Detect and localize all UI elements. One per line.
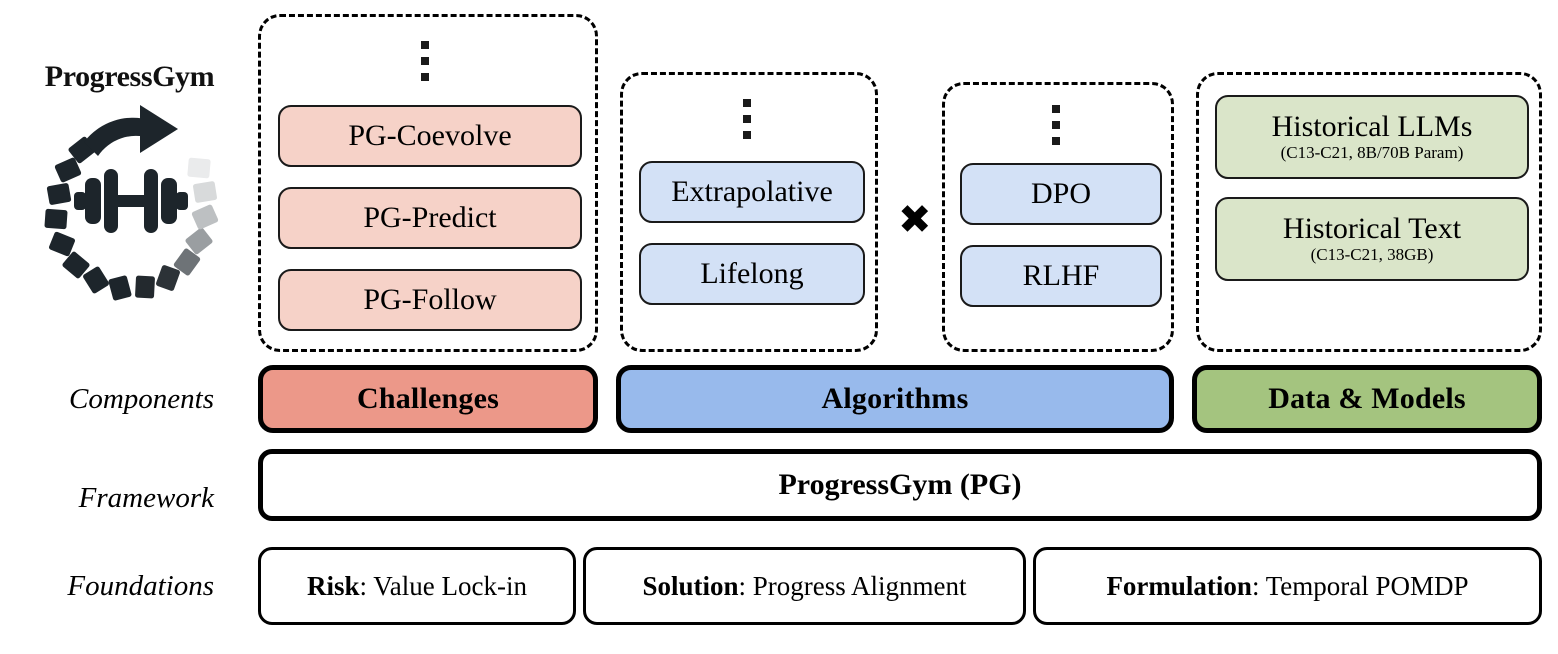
- group-algorithms-paradigm: Extrapolative Lifelong: [620, 72, 878, 352]
- progress-ring-dumbbell-icon: [38, 102, 224, 302]
- component-bar-label: Algorithms: [821, 382, 969, 415]
- chip-rlhf[interactable]: RLHF: [960, 245, 1162, 307]
- chip-pg-follow[interactable]: PG-Follow: [278, 269, 582, 331]
- chip-extrapolative[interactable]: Extrapolative: [639, 161, 865, 223]
- chip-label: Extrapolative: [671, 175, 833, 209]
- chip-pg-predict[interactable]: PG-Predict: [278, 187, 582, 249]
- framework-bar[interactable]: ProgressGym (PG): [258, 449, 1542, 521]
- chip-label: PG-Predict: [363, 201, 497, 235]
- foundation-value: Progress Alignment: [752, 570, 967, 601]
- vertical-ellipsis-icon: [421, 41, 429, 81]
- row-label-foundations: Foundations: [67, 570, 214, 602]
- chip-historical-llms[interactable]: Historical LLMs (C13-C21, 8B/70B Param): [1215, 95, 1529, 179]
- foundation-separator: :: [1251, 570, 1266, 601]
- component-bar-challenges[interactable]: Challenges: [258, 365, 598, 433]
- group-algorithms-method: DPO RLHF: [942, 82, 1174, 352]
- foundation-value: Temporal POMDP: [1265, 570, 1469, 601]
- row-label-framework: Framework: [78, 482, 214, 514]
- foundation-key: Risk: [307, 570, 360, 601]
- chip-sublabel: (C13-C21, 8B/70B Param): [1280, 143, 1464, 163]
- foundation-separator: :: [738, 570, 753, 601]
- page-title: ProgressGym: [44, 60, 215, 93]
- group-challenges: PG-Coevolve PG-Predict PG-Follow: [258, 14, 598, 352]
- vertical-ellipsis-icon: [1052, 105, 1060, 145]
- foundation-key: Formulation: [1106, 570, 1252, 601]
- chip-historical-text[interactable]: Historical Text (C13-C21, 38GB): [1215, 197, 1529, 281]
- row-label-components: Components: [69, 383, 214, 415]
- chip-label: RLHF: [1022, 259, 1100, 293]
- chip-pg-coevolve[interactable]: PG-Coevolve: [278, 105, 582, 167]
- chip-label: DPO: [1030, 177, 1091, 211]
- chip-label: Historical Text: [1282, 211, 1462, 245]
- foundation-card-solution[interactable]: Solution: Progress Alignment: [583, 547, 1026, 625]
- chip-label: PG-Coevolve: [348, 119, 512, 153]
- component-bar-label: Data & Models: [1268, 382, 1466, 415]
- brand-block: ProgressGym: [12, 60, 247, 320]
- group-data-models: Historical LLMs (C13-C21, 8B/70B Param) …: [1196, 72, 1542, 352]
- vertical-ellipsis-icon: [743, 99, 751, 139]
- chip-label: Historical LLMs: [1271, 109, 1473, 143]
- chip-label: Lifelong: [700, 257, 804, 291]
- chip-dpo[interactable]: DPO: [960, 163, 1162, 225]
- component-bar-label: Challenges: [356, 382, 499, 415]
- component-bar-data-models[interactable]: Data & Models: [1192, 365, 1542, 433]
- chip-lifelong[interactable]: Lifelong: [639, 243, 865, 305]
- foundation-separator: :: [359, 570, 374, 601]
- foundation-key: Solution: [642, 570, 739, 601]
- chip-label: PG-Follow: [363, 283, 497, 317]
- foundation-card-risk[interactable]: Risk: Value Lock-in: [258, 547, 576, 625]
- cross-product-icon: ✖: [898, 197, 932, 243]
- chip-sublabel: (C13-C21, 38GB): [1310, 245, 1434, 265]
- component-bar-algorithms[interactable]: Algorithms: [616, 365, 1174, 433]
- foundation-value: Value Lock-in: [373, 570, 527, 601]
- foundation-card-formulation[interactable]: Formulation: Temporal POMDP: [1033, 547, 1542, 625]
- framework-label: ProgressGym (PG): [778, 468, 1022, 501]
